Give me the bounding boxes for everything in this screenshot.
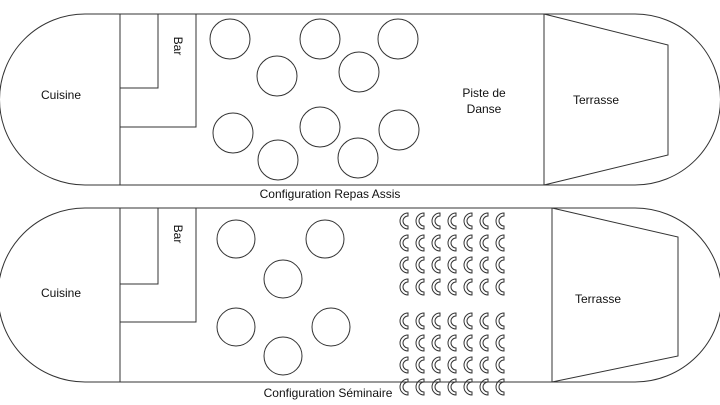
seminar-chair (495, 378, 505, 396)
bar-label: Bar (171, 225, 185, 244)
seminar-chair (399, 278, 409, 296)
seminar-chair (415, 378, 425, 396)
round-table (311, 307, 351, 347)
seminar-chair (431, 256, 441, 274)
seminar-chair (431, 378, 441, 396)
plan-repas-assis: Cuisine Bar Piste de Danse Terrasse Conf… (0, 13, 720, 201)
seminar-chair (431, 334, 441, 352)
plan-caption: Configuration Repas Assis (260, 187, 401, 201)
seminar-chair (399, 356, 409, 374)
seminar-chair (495, 334, 505, 352)
seminar-chair (447, 378, 457, 396)
seminar-chair (399, 234, 409, 252)
dining-tables (209, 18, 420, 181)
round-table (305, 219, 345, 259)
kitchen-label: Cuisine (41, 286, 81, 300)
plan-seminaire: Cuisine Bar Terrasse Configuration Sémin… (0, 207, 720, 400)
terrace-label: Terrasse (575, 292, 621, 306)
bar-counter (120, 208, 197, 323)
round-table (216, 219, 256, 259)
round-table (257, 139, 299, 181)
seminar-tables (216, 219, 351, 376)
seminar-chair (479, 278, 489, 296)
seminar-chair (415, 234, 425, 252)
seminar-chair (447, 312, 457, 330)
seminar-chair (447, 212, 457, 230)
terrace-outline (543, 13, 669, 186)
seminar-chair (479, 378, 489, 396)
seminar-chair (463, 334, 473, 352)
round-table (378, 109, 420, 151)
bar-label: Bar (171, 37, 185, 56)
seminar-chair (479, 334, 489, 352)
round-table (212, 112, 254, 154)
seminar-chair (431, 356, 441, 374)
boat-hull (0, 13, 720, 186)
bar-counter (120, 14, 197, 128)
seminar-chair (495, 356, 505, 374)
round-table (377, 18, 419, 60)
seminar-chair (431, 212, 441, 230)
seminar-chair (479, 356, 489, 374)
seminar-chair (463, 356, 473, 374)
seminar-chair (399, 334, 409, 352)
seminar-chair (447, 356, 457, 374)
seminar-chair (495, 312, 505, 330)
seminar-chair (447, 256, 457, 274)
seminar-chair (399, 312, 409, 330)
seminar-chair (495, 234, 505, 252)
seminar-chair (447, 234, 457, 252)
seminar-chair (495, 278, 505, 296)
seminar-chair (415, 278, 425, 296)
round-table (337, 137, 379, 179)
seminar-chair (431, 278, 441, 296)
round-table (263, 336, 303, 376)
round-table (299, 18, 341, 60)
seminar-chair (431, 234, 441, 252)
round-table (216, 307, 256, 347)
round-table (263, 259, 303, 299)
seminar-chair (399, 256, 409, 274)
seminar-chair (495, 256, 505, 274)
seminar-chair (399, 378, 409, 396)
seminar-chair (415, 334, 425, 352)
seminar-chair (479, 212, 489, 230)
seminar-chair (463, 212, 473, 230)
seminar-chair (463, 278, 473, 296)
seminar-chair (415, 356, 425, 374)
seminar-chair (479, 256, 489, 274)
seminar-chair (415, 212, 425, 230)
kitchen-label: Cuisine (41, 88, 81, 102)
seminar-chairs (399, 212, 505, 396)
seminar-chair (447, 278, 457, 296)
seminar-chair (399, 212, 409, 230)
seminar-chair (463, 256, 473, 274)
seminar-chair (479, 312, 489, 330)
seminar-chair (463, 312, 473, 330)
plan-caption: Configuration Séminaire (264, 386, 393, 400)
round-table (256, 55, 298, 97)
round-table (209, 18, 251, 60)
seminar-chair (479, 234, 489, 252)
seminar-chair (463, 378, 473, 396)
seminar-chair (415, 256, 425, 274)
seminar-chair (495, 212, 505, 230)
dance-floor-label-line1: Piste de (462, 86, 506, 100)
seminar-chair (447, 334, 457, 352)
terrace-label: Terrasse (573, 93, 619, 107)
boat-hull (0, 207, 720, 383)
round-table (299, 106, 341, 148)
terrace-outline (551, 207, 679, 383)
dance-floor-label-line2: Danse (467, 102, 502, 116)
seminar-chair (415, 312, 425, 330)
seminar-chair (463, 234, 473, 252)
seminar-chair (431, 312, 441, 330)
round-table (338, 51, 380, 93)
